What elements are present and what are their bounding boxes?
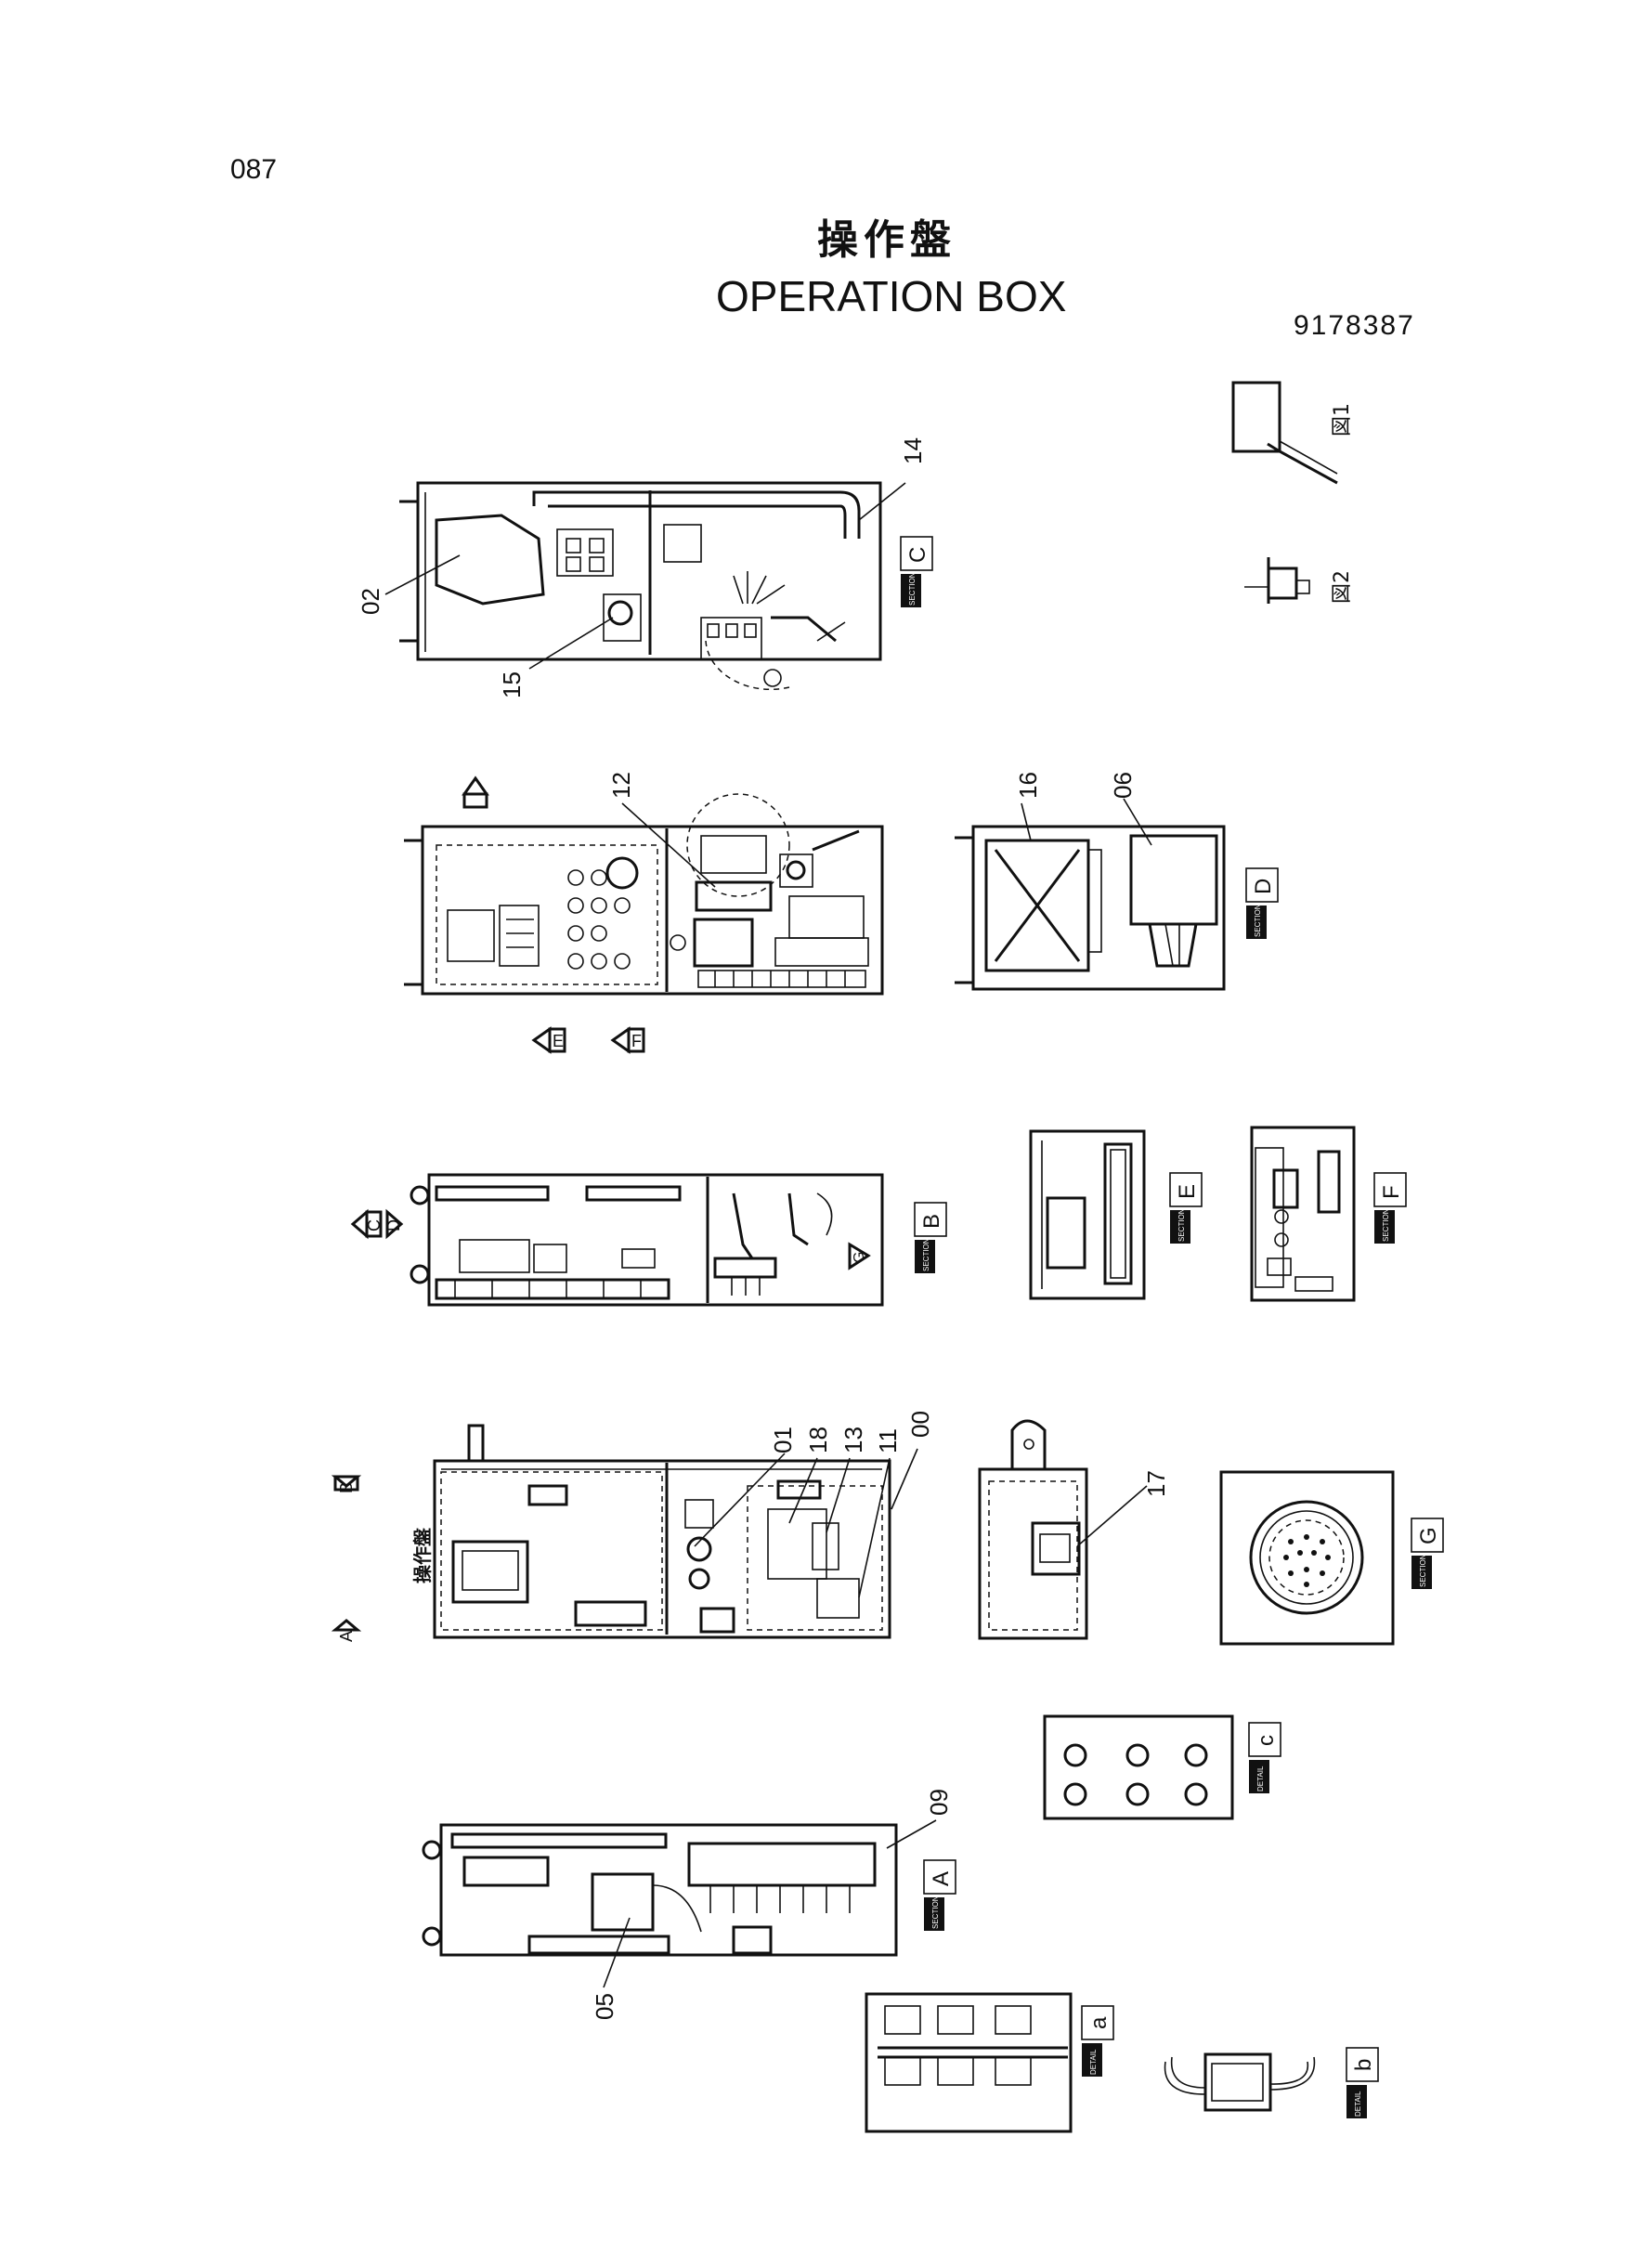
callout-14: 14: [899, 437, 927, 464]
callout-09: 09: [925, 1789, 953, 1816]
section-label-g: G: [1416, 1527, 1441, 1544]
tag-section-text: SECTION: [908, 572, 917, 606]
tag-section-text: SECTION: [1177, 1208, 1186, 1242]
page-number: 087: [230, 154, 278, 185]
tag-section-text: SECTION: [1419, 1554, 1427, 1587]
view-section-d: [955, 798, 1226, 991]
detail-label-b: b: [1351, 2059, 1376, 2071]
section-label-c: C: [905, 547, 930, 563]
title-english: OPERATION BOX: [716, 272, 1067, 320]
section-tags: SECTION C SECTION D SECTION B SECTION E …: [900, 536, 1444, 2118]
title-japanese: 操作盤: [817, 216, 956, 264]
tag-detail-text: DETAIL: [1089, 2049, 1098, 2075]
tag-detail-text: DETAIL: [1354, 2091, 1362, 2117]
callout-11: 11: [874, 1428, 902, 1453]
view-arrow-f: F: [631, 1032, 642, 1050]
view-arrow-g: G: [852, 1252, 867, 1263]
figure-1-label: 図1: [1331, 403, 1354, 436]
section-label-a: A: [929, 1871, 954, 1886]
figure-2-label: 図2: [1331, 570, 1354, 604]
callout-01: 01: [769, 1427, 797, 1453]
view-arrow-e: E: [553, 1032, 564, 1050]
callout-18: 18: [804, 1427, 832, 1453]
view-arrow-b: B: [337, 1482, 356, 1493]
view-arrows-e-f: [462, 775, 645, 1054]
tag-section-text: SECTION: [1254, 904, 1262, 937]
callout-13: 13: [839, 1427, 867, 1453]
detail-label-c: c: [1254, 1735, 1279, 1746]
tag-section-text: SECTION: [931, 1896, 940, 1929]
view-arrow-a: A: [337, 1631, 356, 1642]
callout-15: 15: [498, 671, 526, 698]
view-section-g: [1219, 1470, 1395, 1646]
view-detail-c: [1043, 1714, 1234, 1820]
view-section-b: [350, 1173, 884, 1307]
view-detail-b: [1164, 2052, 1316, 2112]
view-section-e: [1029, 1129, 1146, 1300]
view-arrow-c: C: [365, 1219, 384, 1231]
callout-16: 16: [1014, 772, 1042, 799]
callout-00: 00: [906, 1411, 934, 1438]
section-label-b: B: [919, 1214, 944, 1229]
view-side-17: [978, 1419, 1148, 1640]
view-front-labels: [331, 1424, 918, 1639]
view-detail-a: [865, 1992, 1073, 2133]
view-front: [404, 793, 884, 996]
view-section-f: [1250, 1126, 1356, 1302]
view-arrow-d: D: [384, 1219, 403, 1231]
tag-detail-text: DETAIL: [1256, 1765, 1265, 1791]
callout-05: 05: [591, 1993, 618, 2020]
tag-section-text: SECTION: [1382, 1208, 1390, 1242]
callout-17: 17: [1142, 1470, 1170, 1497]
part-callouts: 14 02 15 12 16 06 01 18 13 11 00 17 09 0…: [357, 437, 1170, 2020]
drawing-number: 9178387: [1294, 310, 1415, 341]
callout-12: 12: [607, 772, 635, 799]
panel-label-jp: 操作盤: [411, 1527, 434, 1583]
detail-label-a: a: [1086, 2016, 1112, 2029]
view-section-a: [422, 1819, 937, 1988]
view-top: [384, 481, 906, 691]
section-label-f: F: [1379, 1185, 1404, 1199]
tag-section-text: SECTION: [922, 1238, 930, 1271]
figure-1-and-2: [1231, 381, 1338, 604]
callout-02: 02: [357, 588, 384, 615]
section-label-d: D: [1251, 879, 1276, 894]
section-label-e: E: [1175, 1184, 1200, 1199]
callout-06: 06: [1109, 772, 1137, 799]
